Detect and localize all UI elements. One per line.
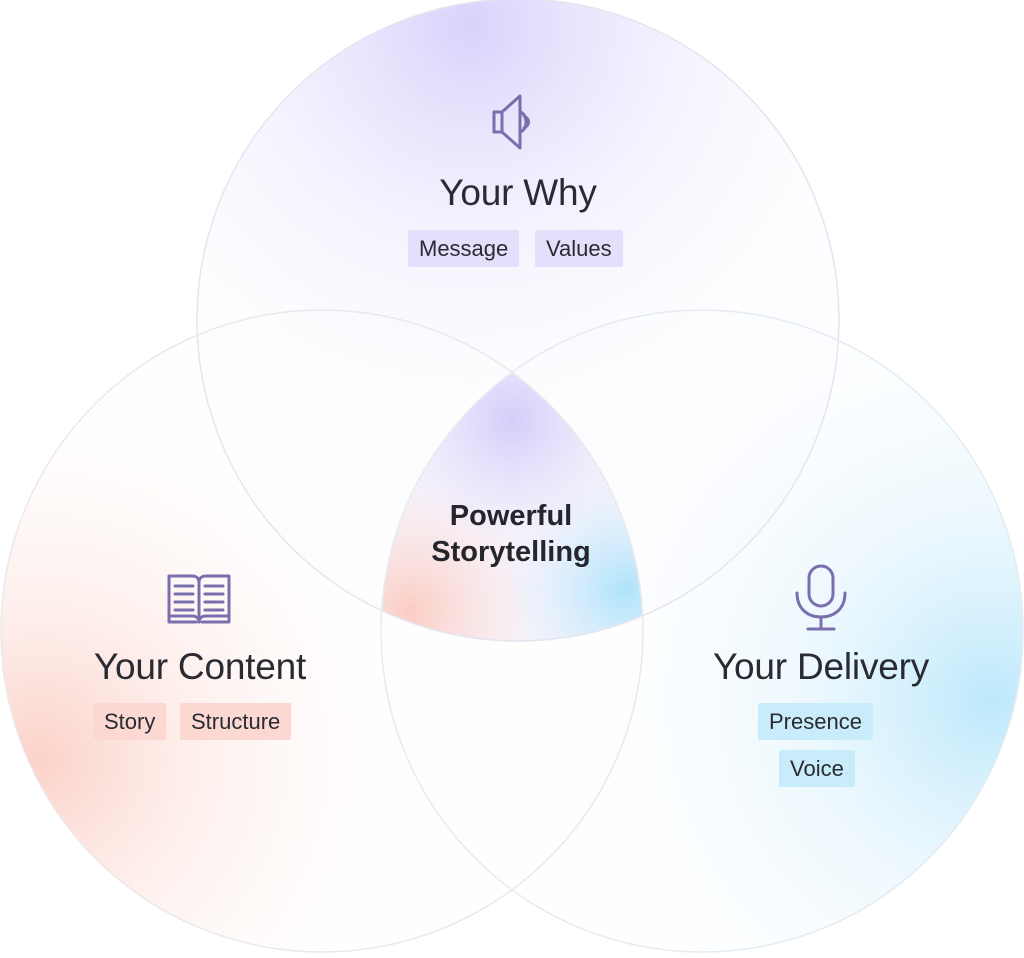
speaker-icon xyxy=(492,94,530,150)
center-label: Powerful Storytelling xyxy=(431,498,591,570)
tag-values: Values xyxy=(535,230,623,267)
circle-content-title: Your Content xyxy=(93,646,307,687)
tag-story: Story xyxy=(93,703,167,740)
microphone-icon xyxy=(795,564,847,631)
tag-structure: Structure xyxy=(180,703,292,740)
circle-why-title: Your Why xyxy=(439,172,597,213)
tag-voice: Voice xyxy=(779,750,855,787)
book-icon xyxy=(167,574,231,624)
center-label-line2: Storytelling xyxy=(431,536,591,568)
circle-delivery-title: Your Delivery xyxy=(712,646,930,687)
tag-message: Message xyxy=(408,230,520,267)
tag-presence: Presence xyxy=(758,703,873,740)
center-label-line1: Powerful xyxy=(449,500,573,532)
